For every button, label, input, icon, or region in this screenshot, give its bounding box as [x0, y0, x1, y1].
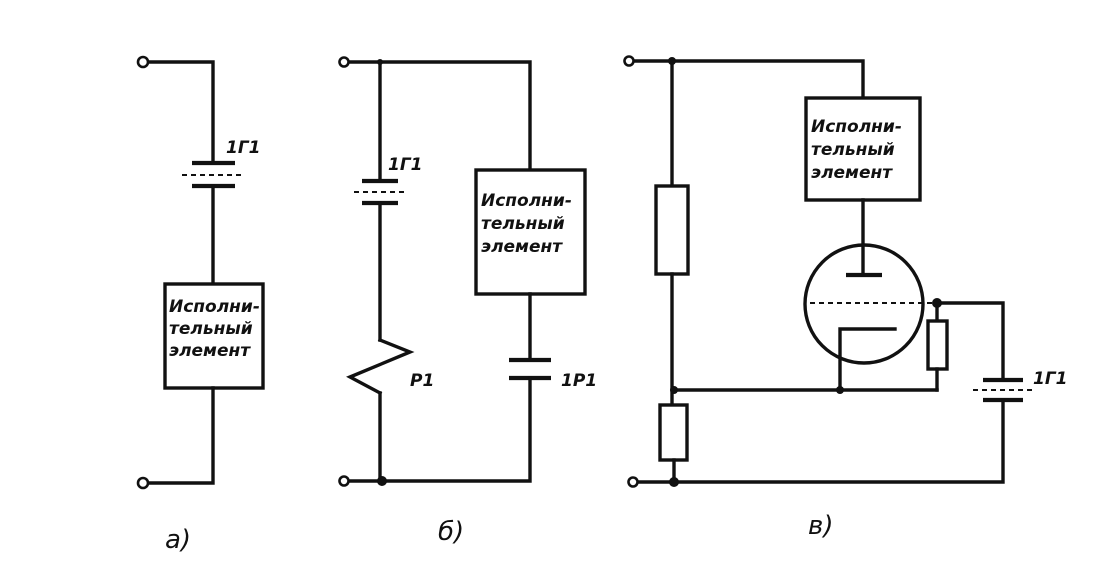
panel-b-resistor-zigzag	[346, 337, 415, 396]
panel-c-tube-cathode	[838, 327, 897, 392]
panel-c-grid-resistor	[926, 319, 949, 371]
panel-c-cathode-junction	[836, 386, 844, 394]
panel-b-actuator-line-2: тельный	[481, 214, 565, 234]
panel-b: Исполни- тельный элемент 1Г1 Р1 1Р1 б)	[338, 56, 597, 547]
panel-b-resistor-label: Р1	[410, 371, 434, 391]
panel-c-actuator-line-1: Исполни-	[811, 117, 902, 137]
panel-a-actuator-box	[163, 282, 265, 390]
panel-c-top-junction	[668, 57, 676, 65]
panel-b-top-terminal	[338, 56, 350, 68]
panel-c-top-wire	[631, 59, 865, 100]
panel-a-actuator-line-1: Исполни-	[169, 297, 260, 317]
panel-c-grid-junction	[932, 298, 942, 308]
panel-c-upper-divider-resistor	[654, 184, 690, 276]
panel-a: Исполни- тельный элемент 1Г1 a)	[136, 55, 265, 555]
panel-c-lower-divider-resistor	[658, 403, 689, 462]
panel-a-actuator-line-2: тельный	[169, 319, 253, 339]
panel-c-gap-label: 1Г1	[1033, 369, 1068, 389]
panel-b-caption: б)	[438, 517, 464, 547]
panel-c-actuator-line-2: тельный	[811, 140, 895, 160]
panel-c-caption: в)	[808, 511, 833, 541]
panel-b-top-junction	[377, 59, 383, 65]
panel-c-actuator-line-3: элемент	[811, 163, 893, 183]
panel-b-gap-label: 1Г1	[388, 155, 423, 175]
panel-b-bottom-wire	[346, 376, 532, 483]
panel-b-bottom-junction	[377, 476, 387, 486]
panel-c-bottom-junction	[669, 477, 679, 487]
panel-a-bottom-wire	[145, 386, 215, 485]
panel-b-bottom-terminal	[338, 475, 350, 487]
panel-c-bottom-terminal	[627, 476, 639, 488]
panel-a-gap-label: 1Г1	[226, 138, 261, 158]
panel-a-caption: a)	[165, 525, 191, 555]
panel-b-top-wire	[346, 60, 532, 172]
panel-a-top-terminal	[136, 55, 150, 69]
panel-c-top-terminal	[623, 55, 635, 67]
panel-b-capacitor-label: 1Р1	[561, 371, 597, 391]
panel-a-top-wire	[145, 60, 215, 165]
panel-c-actuator-box	[804, 96, 922, 202]
panel-c: Исполни- тельный элемент 1Г1 в)	[623, 55, 1068, 541]
panel-a-bottom-terminal	[136, 476, 150, 490]
panel-b-actuator-line-3: элемент	[481, 237, 563, 257]
panel-c-grid-to-capacitor-wire	[934, 301, 1005, 382]
panel-b-actuator-line-1: Исполни-	[481, 191, 572, 211]
panel-c-bottom-wire	[631, 398, 1005, 484]
panel-c-divider-junction	[670, 386, 678, 394]
panel-a-actuator-line-3: элемент	[169, 341, 251, 361]
